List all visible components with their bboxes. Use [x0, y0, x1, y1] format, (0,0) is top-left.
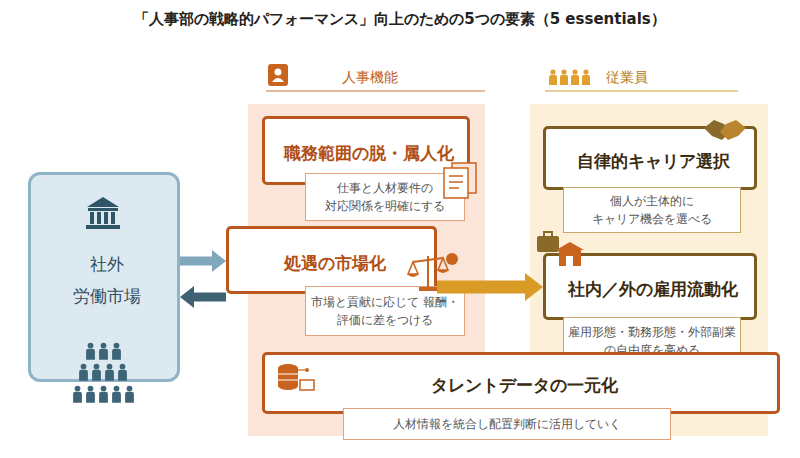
scales-icon — [407, 253, 458, 291]
crowd-icon — [73, 343, 134, 403]
arrow-shaft — [194, 293, 226, 302]
arrow-head — [525, 273, 543, 301]
element-box: 自律的キャリア選択個人が主体的に キャリア機会を選べる — [543, 126, 757, 190]
arrow-shaft — [180, 257, 212, 266]
panel-heading: 従業員 — [592, 67, 662, 87]
clipboard-icon — [444, 163, 476, 198]
element-box: 処遇の市場化市場と貢献に応じて 報酬・評価に差をつける — [226, 226, 437, 294]
box-title: 処遇の市場化 — [229, 251, 440, 275]
box-description: 市場と貢献に応じて 報酬・評価に差をつける — [305, 286, 465, 336]
arrow-head — [212, 250, 226, 272]
element-box: 職務範囲の脱・属人化仕事と人材要件の 対応関係を明確にする — [262, 116, 470, 185]
box-description: 人材情報を統合し配置判断に活用していく — [343, 408, 671, 440]
box-title: 職務範囲の脱・属人化 — [265, 141, 473, 165]
database-icon — [278, 364, 314, 390]
box-title: 社内／外の雇用流動化 — [546, 277, 760, 301]
box-title: 自律的キャリア選択 — [546, 149, 760, 173]
element-box: 社内／外の雇用流動化雇用形態・勤務形態・外部副業 の自由度を高める — [543, 253, 757, 320]
handshake-icon — [704, 120, 746, 140]
arrow-connector — [180, 250, 226, 272]
arrow-shaft — [437, 281, 525, 294]
box-description: 個人が主体的に キャリア機会を選べる — [563, 187, 741, 233]
market-box: 社外 労働市場 — [28, 172, 180, 382]
shop-icon — [537, 232, 584, 266]
bank-icon — [86, 197, 120, 229]
box-description: 仕事と人材要件の 対応関係を明確にする — [305, 173, 465, 221]
hr-icon — [268, 64, 288, 86]
element-box: タレントデータの一元化人材情報を統合し配置判断に活用していく — [262, 352, 780, 414]
arrow-connector — [437, 273, 543, 301]
market-label: 社外 労働市場 — [67, 248, 147, 314]
employee-icon — [549, 69, 590, 85]
diagram-title: 「人事部の戦略的パフォーマンス」向上のための5つの要素（5 essentials… — [0, 10, 800, 29]
panel-heading: 人事機能 — [320, 67, 420, 87]
heading-underline — [545, 90, 738, 92]
heading-underline — [266, 90, 485, 92]
box-title: タレントデータの一元化 — [265, 373, 783, 397]
arrow-connector — [180, 286, 226, 308]
arrow-head — [180, 286, 194, 308]
